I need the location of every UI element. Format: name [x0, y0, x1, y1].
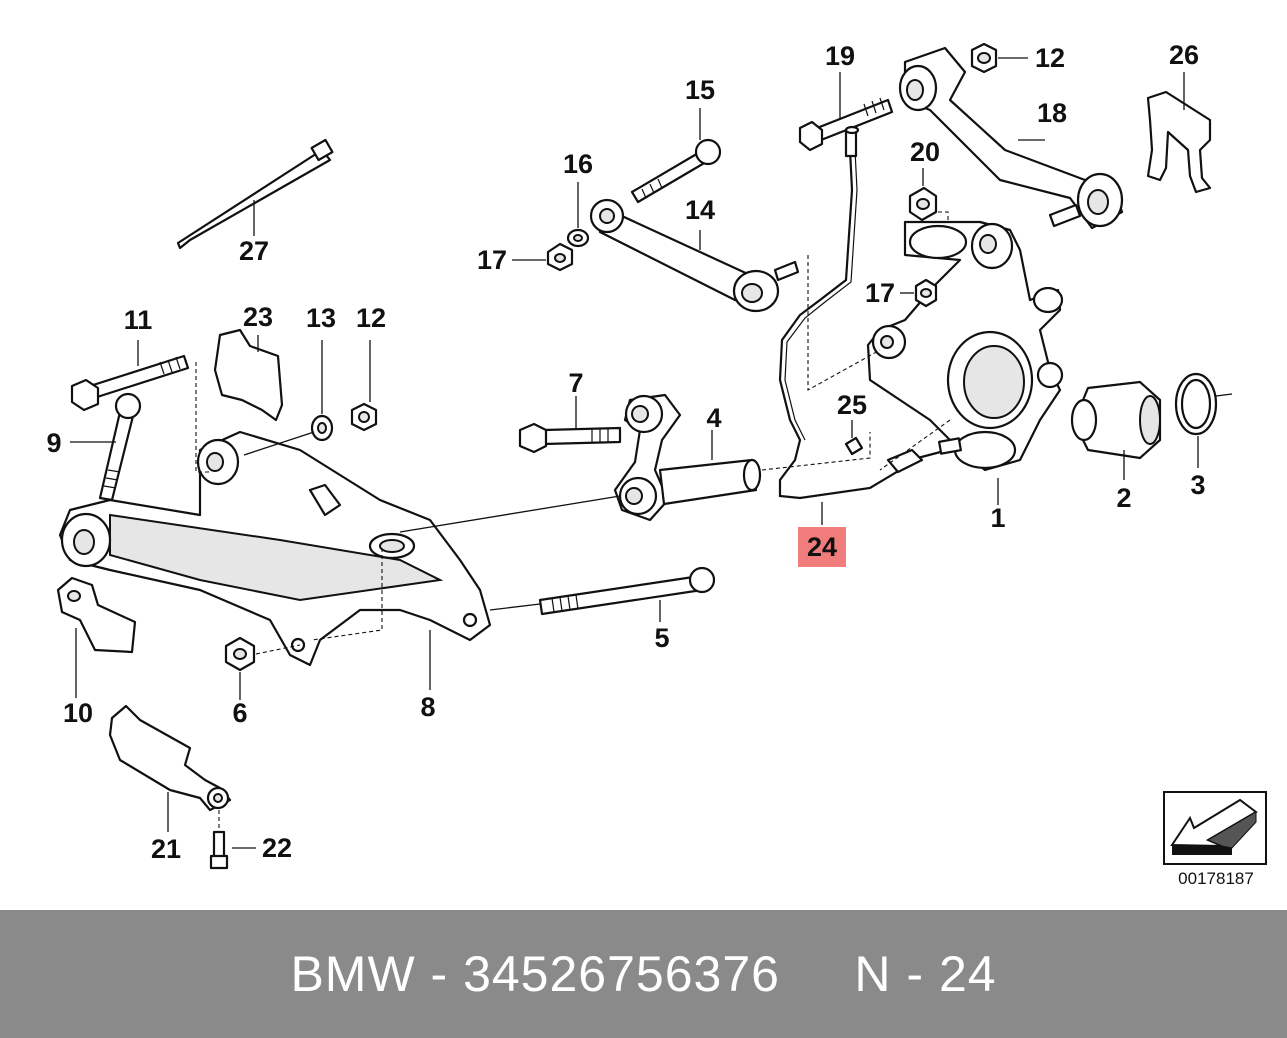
exploded-parts-diagram: 1 2 3 4 5 6 7 8 9 10 11 12 12 13 14 15 1… — [46, 40, 1267, 888]
assembly-line-carrier — [879, 419, 951, 471]
part-4-integral-link — [613, 393, 762, 522]
callout-25: 25 — [837, 390, 867, 420]
part-16-washer — [566, 182, 590, 248]
callout-17-right: 17 — [865, 278, 895, 308]
callout-6: 6 — [232, 698, 247, 728]
orientation-arrow-icon — [1163, 791, 1267, 865]
callout-22: 22 — [262, 833, 292, 863]
part-27-cable-tie — [176, 138, 334, 250]
callout-labels: 1 2 3 4 5 6 7 8 9 10 11 12 12 13 14 15 1… — [46, 40, 1205, 864]
part-12-nut-left — [350, 340, 378, 432]
part-17-nut-right — [900, 278, 938, 308]
footer-bar: BMW - 34526756376 N - 24 — [0, 910, 1287, 1038]
callout-26: 26 — [1169, 40, 1199, 70]
part-number-caption: BMW - 34526756376 N - 24 — [290, 946, 997, 1002]
callout-17-left: 17 — [477, 245, 507, 275]
callout-1: 1 — [990, 503, 1005, 533]
callout-4: 4 — [706, 403, 721, 433]
part-17-nut-left — [512, 242, 574, 272]
part-10-bracket — [56, 576, 137, 698]
callout-11: 11 — [124, 305, 153, 335]
callout-5: 5 — [654, 623, 669, 653]
part-19-bolt — [798, 72, 894, 152]
assembly-line-carrier-left — [195, 362, 210, 473]
highlight-box — [798, 527, 846, 567]
callout-18: 18 — [1037, 98, 1067, 128]
callout-20: 20 — [910, 137, 940, 167]
callout-12-left: 12 — [356, 303, 386, 333]
leader-4-to-frame — [399, 495, 621, 533]
assembly-line-carrier-mid — [311, 548, 383, 641]
callout-23: 23 — [243, 302, 273, 332]
callout-7: 7 — [568, 368, 583, 398]
callout-2: 2 — [1116, 483, 1131, 513]
part-24-speed-sensor — [778, 125, 962, 525]
drawing-code: 00178187 — [1178, 869, 1254, 888]
part-11-bolt — [70, 340, 190, 412]
part-2-wheel-bearing — [1070, 380, 1162, 480]
part-26-clip — [1146, 72, 1212, 194]
callout-13: 13 — [306, 303, 336, 333]
callout-27: 27 — [239, 236, 269, 266]
part-6-nut — [224, 636, 301, 700]
part-7-bolt — [518, 396, 622, 454]
callout-15: 15 — [685, 75, 715, 105]
part-22-screw — [209, 810, 256, 870]
part-3-circlip — [1174, 372, 1233, 468]
callout-21: 21 — [151, 834, 181, 864]
callout-9: 9 — [46, 428, 61, 458]
callout-19: 19 — [825, 41, 855, 71]
callout-14: 14 — [685, 195, 715, 225]
callout-16: 16 — [563, 149, 593, 179]
part-15-bolt — [630, 108, 722, 204]
assembly-line-sensor-2 — [761, 432, 871, 471]
callout-8: 8 — [420, 692, 435, 722]
callout-3: 3 — [1190, 470, 1205, 500]
part-14-control-arm — [589, 198, 800, 313]
leader-5-to-frame — [489, 603, 541, 611]
callout-12-top: 12 — [1035, 43, 1065, 73]
part-18-upper-arm — [898, 46, 1124, 230]
part-23-bracket — [213, 328, 284, 422]
part-5-bolt — [538, 566, 716, 622]
part-9-bolt — [70, 392, 142, 502]
part-12-nut-top — [970, 42, 1028, 74]
part-25-sensor-bolt — [844, 420, 864, 456]
part-13-washer — [310, 340, 334, 442]
leader-13 — [243, 431, 315, 456]
callout-24: 24 — [807, 532, 837, 562]
callout-10: 10 — [63, 698, 93, 728]
part-21-bracket — [108, 704, 232, 832]
part-1-wheel-carrier — [866, 220, 1064, 505]
assembly-line-sensor — [807, 255, 881, 391]
